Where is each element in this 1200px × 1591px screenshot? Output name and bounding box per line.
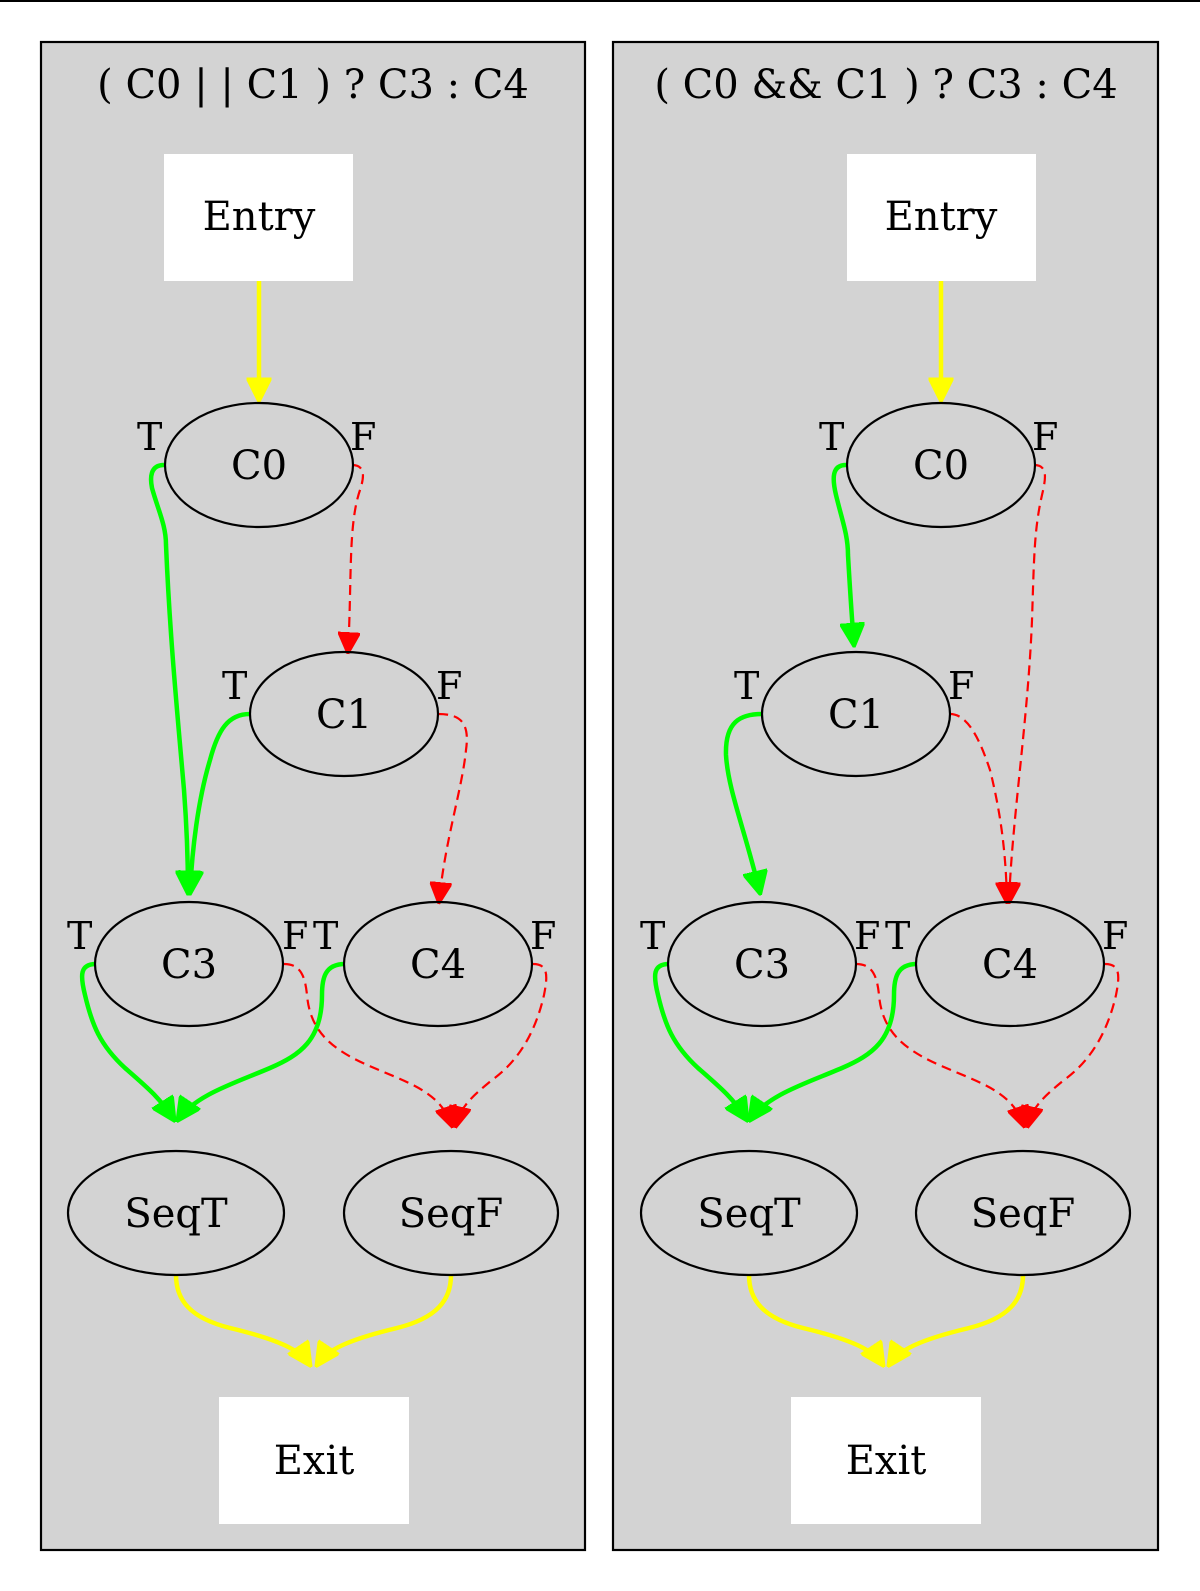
port-c3-false: F <box>282 914 308 958</box>
node-seqf-label: SeqF <box>399 1191 503 1237</box>
node-c1 <box>760 650 952 778</box>
node-c1 <box>248 650 440 778</box>
edge-c0-c1-true <box>831 462 854 645</box>
port-c0-false: F <box>1032 415 1058 459</box>
node-seqt-label: SeqT <box>124 1191 228 1237</box>
node-entry-box <box>847 154 1036 281</box>
node-c1-label: C1 <box>828 692 884 738</box>
node-c1-label: C1 <box>316 692 372 738</box>
node-seqt-label: SeqT <box>697 1191 801 1237</box>
panel-and: ( C0 && C1 ) ? C3 : C4 Entry C0 T F C1 T… <box>611 40 1160 1552</box>
node-seqf <box>342 1149 560 1277</box>
node-c3 <box>93 900 285 1028</box>
edge-seqf-exit <box>317 1274 454 1365</box>
edge-c3-seqt-true <box>652 961 747 1120</box>
edge-c0-c4-false <box>1009 463 1047 902</box>
edge-c3-seqf-false <box>855 962 1024 1126</box>
node-c0-label: C0 <box>913 443 969 489</box>
edge-c0-c1-false <box>348 463 365 652</box>
node-seqf <box>914 1149 1132 1277</box>
edge-c0-c3-true <box>148 462 188 893</box>
cluster-or <box>39 40 587 1552</box>
edge-c1-c4-false <box>949 712 1007 902</box>
port-c1-false: F <box>436 664 462 708</box>
port-c1-false: F <box>948 664 974 708</box>
node-c4-label: C4 <box>410 942 466 988</box>
edge-c4-seqt-true <box>178 961 346 1120</box>
port-c1-true: T <box>734 664 759 708</box>
node-c3-label: C3 <box>734 942 790 988</box>
edges-and <box>652 280 1120 1365</box>
edge-c1-c3-true <box>190 711 251 893</box>
node-exit-box <box>791 1397 981 1524</box>
port-c0-true: T <box>137 415 162 459</box>
port-c3-false: F <box>854 914 880 958</box>
node-entry-label: Entry <box>885 194 998 240</box>
node-seqt <box>639 1149 859 1277</box>
edge-c1-c4-false <box>438 712 468 902</box>
port-c4-false: F <box>1102 914 1128 958</box>
edge-seqt-exit <box>746 1274 883 1365</box>
edge-seqf-exit <box>889 1274 1026 1365</box>
port-c1-true: T <box>222 664 247 708</box>
node-c4 <box>342 900 534 1028</box>
node-seqt <box>66 1149 286 1277</box>
node-c0 <box>845 401 1037 529</box>
edge-c4-seqt-true <box>750 961 918 1120</box>
edge-c3-seqt-true <box>79 961 174 1120</box>
port-c0-true: T <box>819 415 844 459</box>
node-exit-label: Exit <box>274 1438 355 1484</box>
node-entry-label: Entry <box>203 194 316 240</box>
cluster-title-and: ( C0 && C1 ) ? C3 : C4 <box>654 62 1117 108</box>
port-c3-true: T <box>67 914 92 958</box>
edge-c3-seqf-false <box>283 962 452 1126</box>
port-c4-false: F <box>530 914 556 958</box>
node-entry-box <box>164 154 353 281</box>
node-c3-label: C3 <box>161 942 217 988</box>
node-seqf-label: SeqF <box>971 1191 1075 1237</box>
port-c3-true: T <box>640 914 665 958</box>
cluster-title-or: ( C0 | | C1 ) ? C3 : C4 <box>97 62 529 108</box>
port-c0-false: F <box>350 415 376 459</box>
node-exit-label: Exit <box>846 1438 927 1484</box>
edge-c4-seqf-false <box>1028 962 1120 1126</box>
port-c4-true: T <box>313 914 338 958</box>
edge-seqt-exit <box>173 1274 310 1365</box>
edge-c4-seqf-false <box>456 962 548 1126</box>
node-c4 <box>914 900 1106 1028</box>
node-c4-label: C4 <box>982 942 1038 988</box>
edge-c1-c3-true <box>723 711 762 893</box>
edges-or <box>79 280 548 1365</box>
node-c0 <box>163 401 355 529</box>
port-c4-true: T <box>885 914 910 958</box>
node-exit-box <box>219 1397 409 1524</box>
node-c3 <box>666 900 858 1028</box>
cluster-and <box>611 40 1160 1552</box>
node-c0-label: C0 <box>231 443 287 489</box>
panel-or: ( C0 | | C1 ) ? C3 : C4 Entry C0 T F C1 … <box>39 40 587 1552</box>
